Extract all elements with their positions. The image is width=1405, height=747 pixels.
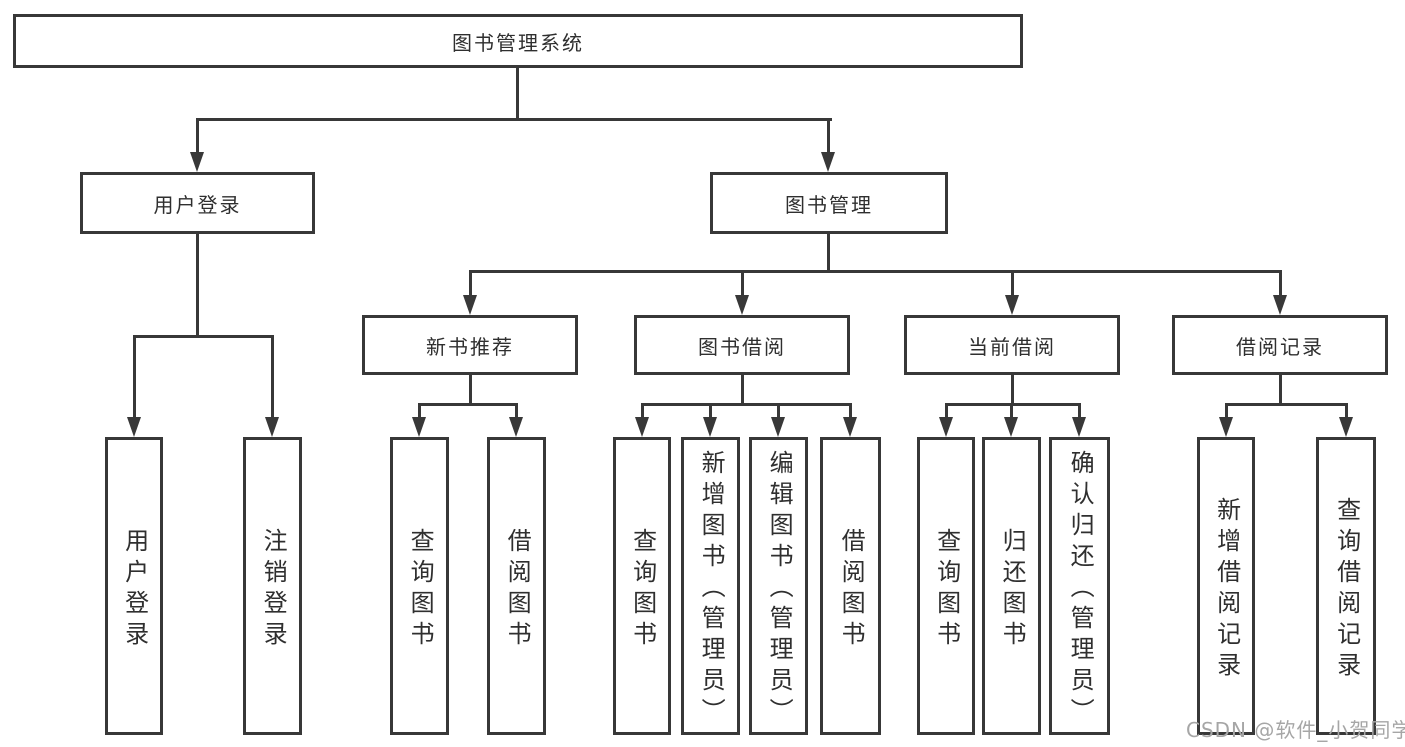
- leaf-label: 注销登录: [259, 527, 288, 652]
- node-root: 图书管理系统: [13, 14, 1023, 68]
- node-borrow-records: 借阅记录: [1172, 315, 1388, 375]
- arrow-down-icon: [703, 417, 717, 437]
- connector-line: [271, 335, 274, 419]
- arrow-down-icon: [265, 417, 279, 437]
- leaf-query-books-borrow: 查询图书: [613, 437, 671, 735]
- connector-line: [777, 403, 780, 419]
- leaf-add-borrow-record: 新增借阅记录: [1197, 437, 1255, 735]
- arrow-down-icon: [1072, 417, 1086, 437]
- connector-line: [1011, 375, 1014, 406]
- connector-line: [1279, 270, 1282, 297]
- arrow-down-icon: [127, 417, 141, 437]
- arrow-down-icon: [843, 417, 857, 437]
- arrow-down-icon: [509, 417, 523, 437]
- leaf-borrow-books: 借阅图书: [820, 437, 881, 735]
- connector-line: [1225, 403, 1228, 419]
- leaf-edit-books-admin: 编辑图书（管理员）: [749, 437, 808, 735]
- leaf-label: 查询图书: [932, 527, 961, 652]
- connector-line: [133, 335, 274, 338]
- leaf-user-login: 用户登录: [105, 437, 163, 735]
- connector-line: [741, 375, 744, 406]
- leaf-label: 新增借阅记录: [1212, 496, 1241, 683]
- leaf-label: 用户登录: [120, 527, 149, 652]
- connector-line: [1011, 270, 1014, 297]
- node-book-borrow: 图书借阅: [634, 315, 850, 375]
- leaf-add-books-admin: 新增图书（管理员）: [681, 437, 740, 735]
- arrow-down-icon: [463, 295, 477, 315]
- leaf-label: 新增图书（管理员）: [697, 450, 726, 729]
- connector-line: [1345, 403, 1348, 419]
- node-user-login: 用户登录: [80, 172, 315, 234]
- leaf-label: 编辑图书（管理员）: [765, 450, 794, 729]
- node-book-management: 图书管理: [710, 172, 948, 234]
- csdn-watermark: CSDN @软件_小贺同学: [1186, 718, 1405, 742]
- connector-line: [741, 270, 744, 297]
- connector-line: [196, 118, 199, 154]
- arrow-down-icon: [1219, 417, 1233, 437]
- arrow-down-icon: [1005, 295, 1019, 315]
- leaf-query-borrow-record: 查询借阅记录: [1316, 437, 1376, 735]
- node-new-book-recommend: 新书推荐: [362, 315, 578, 375]
- leaf-logout: 注销登录: [243, 437, 302, 735]
- connector-line: [469, 270, 1282, 273]
- connector-line: [849, 403, 852, 419]
- leaf-query-books-current: 查询图书: [917, 437, 975, 735]
- arrow-down-icon: [1273, 295, 1287, 315]
- leaf-label: 查询图书: [406, 527, 435, 652]
- leaf-label: 确认归还（管理员）: [1066, 450, 1095, 729]
- connector-line: [515, 403, 518, 419]
- arrow-down-icon: [771, 417, 785, 437]
- connector-line: [196, 234, 199, 338]
- leaf-label: 归还图书: [998, 527, 1027, 652]
- connector-line: [1010, 403, 1013, 419]
- connector-line: [418, 403, 421, 419]
- connector-line: [641, 403, 851, 406]
- connector-line: [196, 118, 832, 121]
- connector-line: [1225, 403, 1347, 406]
- connector-line: [709, 403, 712, 419]
- connector-line: [418, 403, 518, 406]
- leaf-query-books-recommend: 查询图书: [390, 437, 449, 735]
- connector-line: [945, 403, 948, 419]
- leaf-confirm-return-admin: 确认归还（管理员）: [1049, 437, 1110, 735]
- arrow-down-icon: [821, 152, 835, 172]
- arrow-down-icon: [1339, 417, 1353, 437]
- connector-line: [1078, 403, 1081, 419]
- arrow-down-icon: [939, 417, 953, 437]
- arrow-down-icon: [1004, 417, 1018, 437]
- arrow-down-icon: [635, 417, 649, 437]
- connector-line: [469, 375, 472, 406]
- connector-line: [133, 335, 136, 419]
- connector-line: [827, 118, 830, 154]
- connector-line: [827, 234, 830, 273]
- leaf-label: 借阅图书: [837, 527, 866, 652]
- connector-line: [1279, 375, 1282, 406]
- node-current-borrow: 当前借阅: [904, 315, 1120, 375]
- arrow-down-icon: [412, 417, 426, 437]
- leaf-label: 查询图书: [628, 527, 657, 652]
- arrow-down-icon: [190, 152, 204, 172]
- leaf-borrow-books-recommend: 借阅图书: [487, 437, 546, 735]
- leaf-label: 查询借阅记录: [1332, 496, 1361, 683]
- connector-line: [469, 270, 472, 297]
- connector-line: [641, 403, 644, 419]
- leaf-return-books: 归还图书: [982, 437, 1041, 735]
- leaf-label: 借阅图书: [503, 527, 532, 652]
- arrow-down-icon: [735, 295, 749, 315]
- connector-line: [516, 68, 519, 120]
